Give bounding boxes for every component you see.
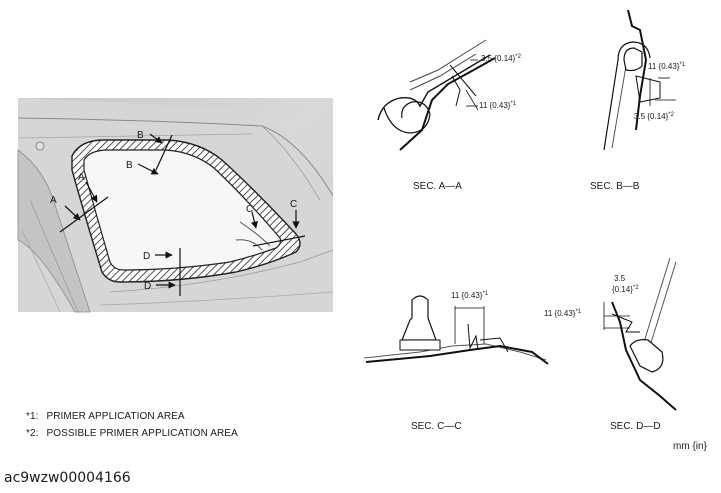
callout-d2: D: [144, 281, 151, 292]
callout-c2: C: [290, 199, 297, 210]
section-dd: 3.5 {0.14}*2 11 {0.43}*1 SEC. D—D: [544, 257, 677, 432]
callout-a1: A: [50, 195, 57, 206]
sec-aa-title: SEC. A—A: [413, 181, 462, 192]
callout-letters: A A B B C C D D: [50, 130, 297, 292]
callout-arrows: [64, 133, 300, 289]
callout-b1: B: [137, 130, 144, 141]
note1-text: PRIMER APPLICATION AREA: [46, 411, 185, 422]
document-code: ac9wzw00004166: [4, 470, 131, 486]
dd-dim1-line1: 3.5: [614, 274, 626, 283]
callout-b2: B: [126, 160, 133, 171]
callout-d1: D: [143, 251, 150, 262]
dd-dim1-line2: {0.14}*2: [612, 285, 639, 294]
sec-cc-title: SEC. C—C: [411, 421, 462, 432]
bb-dim2: 3.5 {0.14}*2: [634, 112, 675, 121]
bb-dim1: 11 {0.43}*1: [648, 62, 686, 71]
section-aa: 3.5 {0.14}*2 11 {0.43}*1 SEC. A—A: [377, 39, 522, 192]
sec-bb-title: SEC. B—B: [590, 181, 640, 192]
quarter-window-frame: [71, 139, 301, 283]
section-cc: 11 {0.43}*1 SEC. C—C: [363, 291, 549, 432]
note-primer-area: *1: PRIMER APPLICATION AREA: [26, 411, 185, 422]
callout-c1: C: [246, 204, 253, 215]
aa-dim1: 3.5 {0.14}*2: [481, 54, 522, 63]
aa-dim2: 11 {0.43}*1: [479, 101, 517, 110]
sec-dd-title: SEC. D—D: [610, 421, 661, 432]
note2-mark: *2:: [26, 428, 39, 439]
cc-dim1: 11 {0.43}*1: [451, 291, 489, 300]
note2-text: POSSIBLE PRIMER APPLICATION AREA: [46, 428, 238, 439]
note1-mark: *1:: [26, 411, 39, 422]
dd-dim2: 11 {0.43}*1: [544, 309, 582, 318]
unit-label: mm {in}: [673, 441, 708, 452]
note-possible-primer-area: *2: POSSIBLE PRIMER APPLICATION AREA: [26, 428, 238, 439]
section-bb: 11 {0.43}*1 3.5 {0.14}*2 SEC. B—B: [590, 9, 686, 192]
section-cut-lines: [59, 134, 306, 296]
callout-a2: A: [78, 172, 85, 183]
